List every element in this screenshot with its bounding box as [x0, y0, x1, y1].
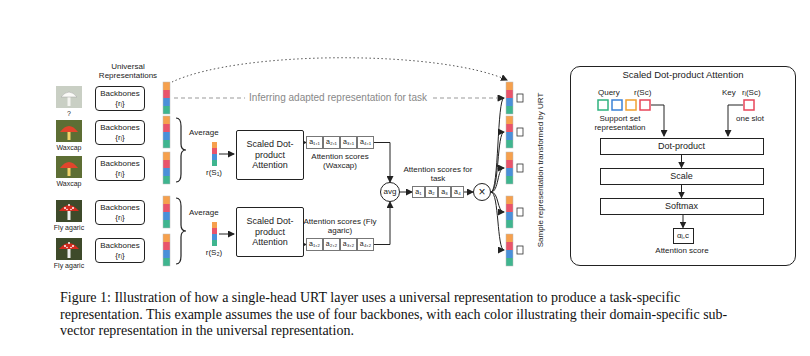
- backbone-box: Backbones{rᵢ}: [95, 86, 145, 111]
- score-cell: a₃,₁: [340, 136, 357, 149]
- connector-arrow: [374, 143, 390, 183]
- symbol-label: r(S₁): [200, 168, 228, 177]
- connector-arrow: [681, 155, 682, 168]
- output-label: Attention score: [642, 246, 722, 255]
- dotted-arc: [172, 58, 507, 82]
- connector-arrow: [681, 185, 682, 198]
- node-text: Backbones: [100, 203, 140, 212]
- symbol-label: r(S₂): [200, 248, 228, 257]
- support-vectors: [212, 142, 234, 246]
- score-row: Attention scores (Fly agaric)a₁,₂a₂,₂a₃,…: [306, 238, 374, 251]
- backbone-box: Backbones{rᵢ}: [95, 156, 145, 181]
- node-text: Scaled Dot-product Attention: [237, 216, 303, 247]
- symbol-label: rᵢ(Sc): [742, 88, 761, 97]
- section-heading: Universal Representations: [88, 62, 168, 80]
- score-cell: a₂: [425, 186, 438, 198]
- score-cell: a₂,₁: [323, 136, 340, 149]
- node-text: Backbones: [100, 123, 140, 132]
- node-text: αᵢ,c: [677, 231, 689, 240]
- fan-arrows: [491, 98, 504, 250]
- row-heading: Attention scores (Waxcap): [302, 152, 378, 170]
- connector-arrow: [400, 192, 412, 193]
- row-heading: Attention scores (Fly agaric): [302, 217, 378, 235]
- process-box: Softmax: [600, 198, 764, 215]
- score-value: a₁,₁: [309, 138, 320, 146]
- score-cell: a₄,₁: [357, 136, 374, 149]
- score-cell: a₃: [438, 186, 451, 198]
- process-box: Dot-product: [600, 138, 764, 155]
- score-value: a₄,₁: [360, 138, 371, 146]
- node-text: ×: [478, 186, 485, 198]
- node-text: {rᵢ}: [115, 133, 124, 142]
- symbol-label: r(Sc): [634, 88, 651, 97]
- score-cell: a₁,₂: [306, 238, 323, 251]
- attention-box: Scaled Dot-product Attention: [236, 207, 304, 257]
- operation-label: Average: [189, 128, 219, 137]
- image-label: Fly agaric: [44, 224, 94, 232]
- panel-heading: Scaled Dot-product Attention: [571, 70, 795, 81]
- score-value: a₁: [415, 188, 421, 196]
- process-box: Scale: [600, 168, 764, 185]
- score-value: a₁,₂: [309, 240, 320, 248]
- average-braces: [176, 118, 186, 264]
- node-text: Softmax: [665, 201, 698, 211]
- universal-representation-strips: [163, 82, 170, 266]
- node-text: {rᵢ}: [115, 251, 124, 260]
- flow-note: Inferring adapted representation for tas…: [245, 92, 431, 104]
- axis-label: Sample representation transformed by URT: [536, 93, 545, 248]
- node-text: Backbones: [100, 159, 140, 168]
- part-label: Key: [722, 88, 736, 97]
- attention-box: Scaled Dot-product Attention: [236, 130, 304, 180]
- score-value: a₄,₂: [360, 240, 371, 248]
- node-text: Scale: [670, 171, 693, 181]
- note-label: Support set representation: [580, 114, 660, 132]
- score-box: αᵢ,c: [673, 228, 694, 244]
- image-label: Fly agaric: [44, 262, 94, 270]
- score-value: a₃: [441, 188, 448, 196]
- image-label: Waxcap: [49, 144, 89, 152]
- figure-caption: Figure 1: Illustration of how a single-h…: [60, 290, 762, 340]
- score-cell: a₁,₁: [306, 136, 323, 149]
- multiply-circle: ×: [473, 183, 491, 201]
- node-text: {rᵢ}: [115, 169, 124, 178]
- average-circle: avg: [380, 182, 400, 202]
- row-heading: Attention scores for task: [402, 165, 474, 183]
- connector-arrow: [683, 215, 684, 228]
- score-value: a₂,₂: [326, 240, 337, 248]
- score-cell: a₃,₂: [340, 238, 357, 251]
- score-value: a₃,₁: [343, 138, 354, 146]
- node-text: avg: [384, 187, 397, 196]
- image-label: Waxcap: [49, 180, 89, 188]
- part-label: Query: [598, 88, 620, 97]
- operation-label: Average: [189, 208, 219, 217]
- backbone-box: Backbones{rᵢ}: [95, 238, 145, 263]
- score-cell: a₄,₂: [357, 238, 374, 251]
- node-text: Backbones: [100, 241, 140, 250]
- score-cell: a₄: [451, 186, 464, 198]
- score-value: a₃,₂: [343, 240, 354, 248]
- backbone-box: Backbones{rᵢ}: [95, 200, 145, 225]
- node-text: Scaled Dot-product Attention: [237, 139, 303, 170]
- score-value: a₂: [428, 188, 435, 196]
- node-text: Backbones: [100, 89, 140, 98]
- connector-arrow: [464, 192, 473, 193]
- score-cell: a₂,₂: [323, 238, 340, 251]
- note-label: one slot: [730, 114, 770, 123]
- node-text: Dot-product: [658, 141, 705, 151]
- node-text: {rᵢ}: [115, 213, 124, 222]
- task-score-row: Attention scores for taska₁a₂a₃a₄: [412, 186, 464, 198]
- transformed-strips: [506, 82, 523, 266]
- node-text: {rᵢ}: [115, 99, 124, 108]
- backbone-box: Backbones{rᵢ}: [95, 120, 145, 145]
- score-cell: a₁: [412, 186, 425, 198]
- image-label: ?: [56, 110, 82, 118]
- score-row: Attention scores (Waxcap)a₁,₁a₂,₁a₃,₁a₄,…: [306, 136, 374, 149]
- score-value: a₄: [454, 188, 461, 196]
- sample-images: [56, 86, 82, 260]
- score-value: a₂,₁: [326, 138, 337, 146]
